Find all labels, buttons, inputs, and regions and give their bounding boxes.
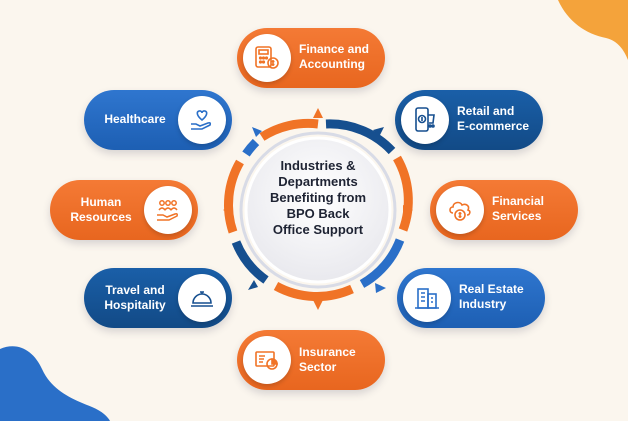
corner-blob-bottom-left [0,346,110,421]
human-resources-card: Human Resources [50,180,198,240]
service-bell-icon [178,274,226,322]
financial-services-card: Financial Services [430,180,578,240]
center-title: Industries & Departments Benefiting from… [269,158,367,237]
heart-hand-icon [178,96,226,144]
building-icon [403,274,451,322]
human-resources-label: Human Resources [70,195,132,224]
retail-ecommerce-label: Retail and E-commerce [457,104,530,133]
retail-ecommerce-card: Retail and E-commerce [395,90,543,150]
insurance-sector-label: Insurance Sector [299,345,356,374]
real-estate-label: Real Estate Industry [459,282,524,311]
travel-hospitality-label: Travel and Hospitality [104,283,166,312]
people-hand-icon [144,186,192,234]
financial-services-label: Financial Services [492,194,545,223]
real-estate-card: Real Estate Industry [397,268,545,328]
finance-accounting-card: Finance and Accounting [237,28,385,88]
insurance-document-icon [243,336,291,384]
insurance-sector-card: Insurance Sector [237,330,385,390]
healthcare-card: Healthcare [84,90,232,150]
cloud-dollar-icon [436,186,484,234]
corner-blob-top-right [558,0,628,60]
mobile-shopping-icon [401,96,449,144]
finance-accounting-label: Finance and Accounting [299,42,370,71]
finance-calculator-icon [243,34,291,82]
travel-hospitality-card: Travel and Hospitality [84,268,232,328]
healthcare-label: Healthcare [104,112,166,126]
